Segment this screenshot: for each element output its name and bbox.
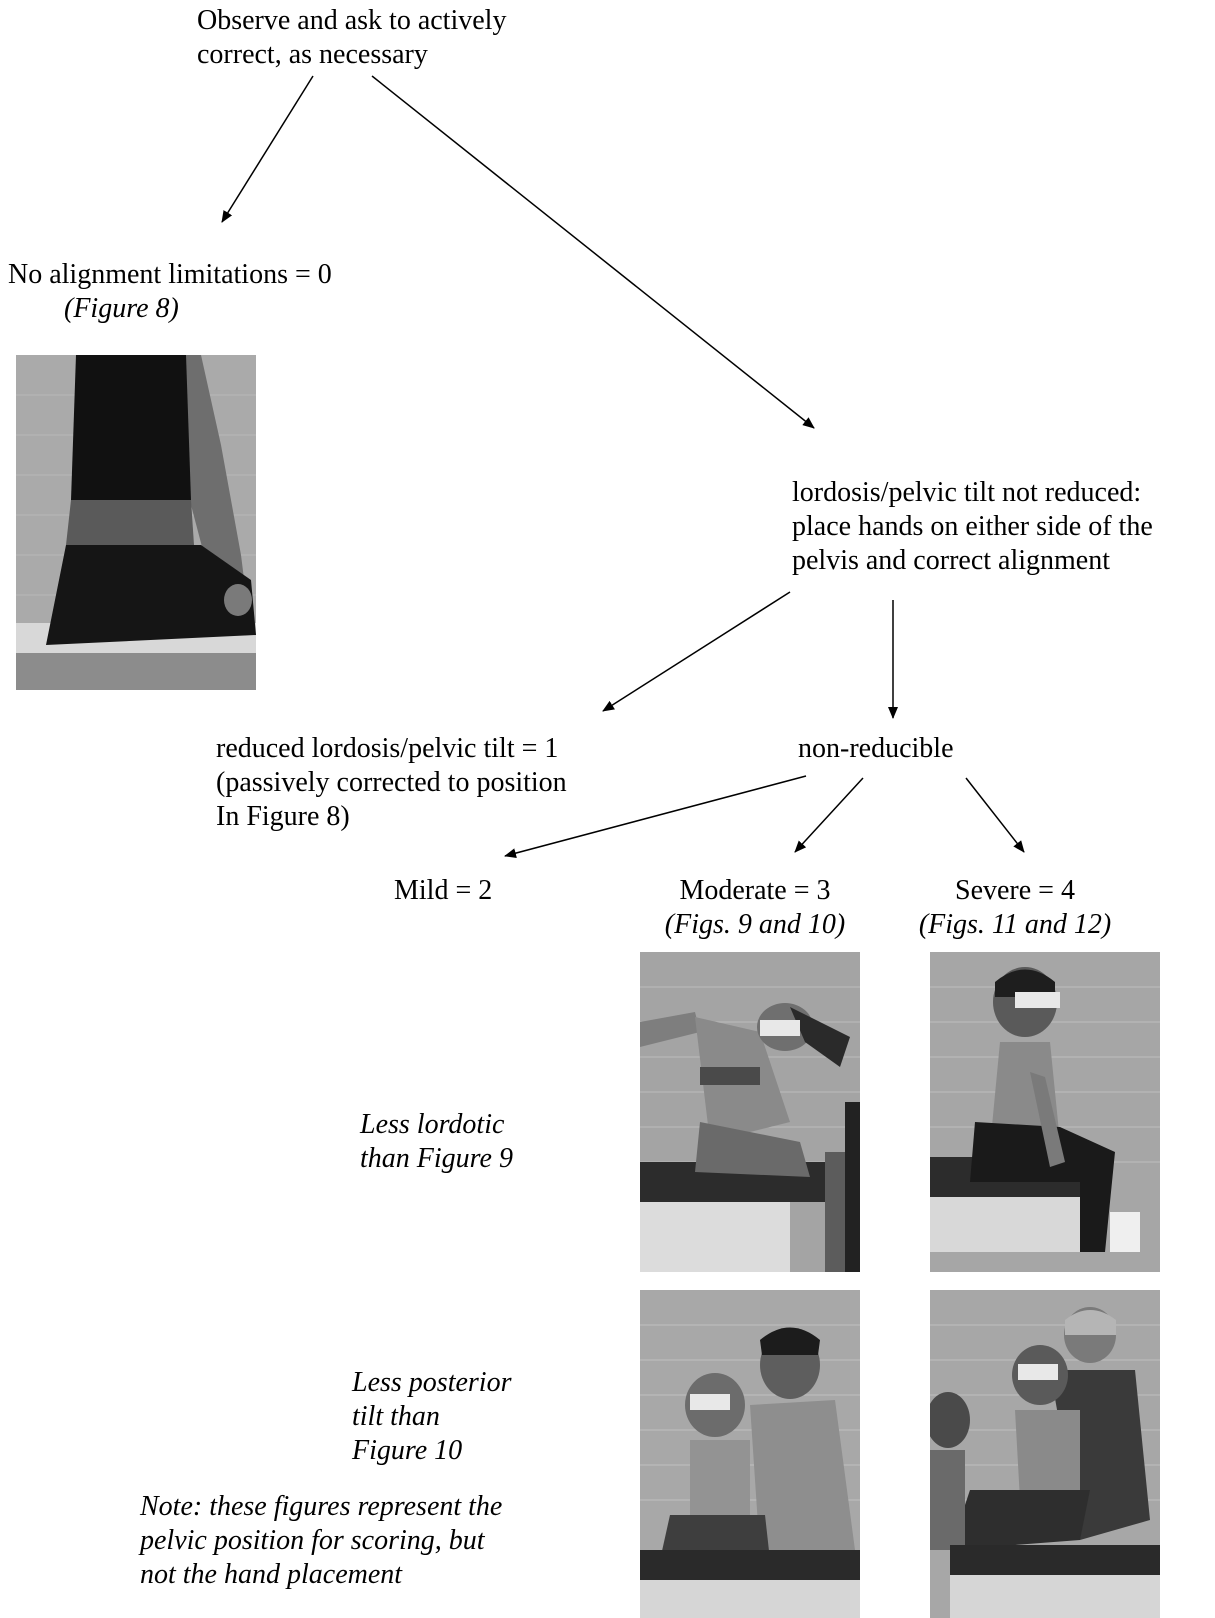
severe-label: Severe = 4 — [955, 875, 1075, 906]
arrow-non-reducible-to-moderate — [794, 777, 864, 853]
top-instruction: Observe and ask to actively correct, as … — [197, 5, 507, 70]
figure-12-photo — [930, 1290, 1160, 1618]
moderate-label: Moderate = 3 — [679, 875, 831, 906]
non-reducible-label: non-reducible — [798, 733, 954, 764]
figure-9-photo — [640, 952, 860, 1272]
mild-label: Mild = 2 — [394, 875, 493, 906]
no-alignment-label: No alignment limitations = 0 — [8, 259, 332, 290]
arrow-non-reducible-to-mild — [504, 775, 807, 859]
arrow-non-reducible-to-severe — [965, 777, 1025, 853]
figure-8-photo — [16, 355, 256, 690]
less-posterior-note: Less posterior tilt than Figure 10 — [352, 1367, 512, 1466]
arrow-top-to-no-limit — [221, 75, 314, 223]
figure-11-photo — [930, 952, 1160, 1272]
figure-8-ref: (Figure 8) — [64, 293, 179, 324]
moderate-figs-ref: (Figs. 9 and 10) — [664, 909, 846, 940]
less-lordotic-note: Less lordotic than Figure 9 — [360, 1109, 513, 1174]
arrow-not-reduced-to-reduced — [602, 591, 791, 712]
severe-figs-ref: (Figs. 11 and 12) — [918, 909, 1112, 940]
figure-10-photo — [640, 1290, 860, 1618]
scoring-note: Note: these figures represent the pelvic… — [140, 1491, 503, 1590]
reduced-label: reduced lordosis/pelvic tilt = 1 (passiv… — [216, 733, 567, 832]
not-reduced-instruction: lordosis/pelvic tilt not reduced: place … — [792, 477, 1153, 576]
arrow-top-to-not-reduced — [371, 75, 815, 429]
